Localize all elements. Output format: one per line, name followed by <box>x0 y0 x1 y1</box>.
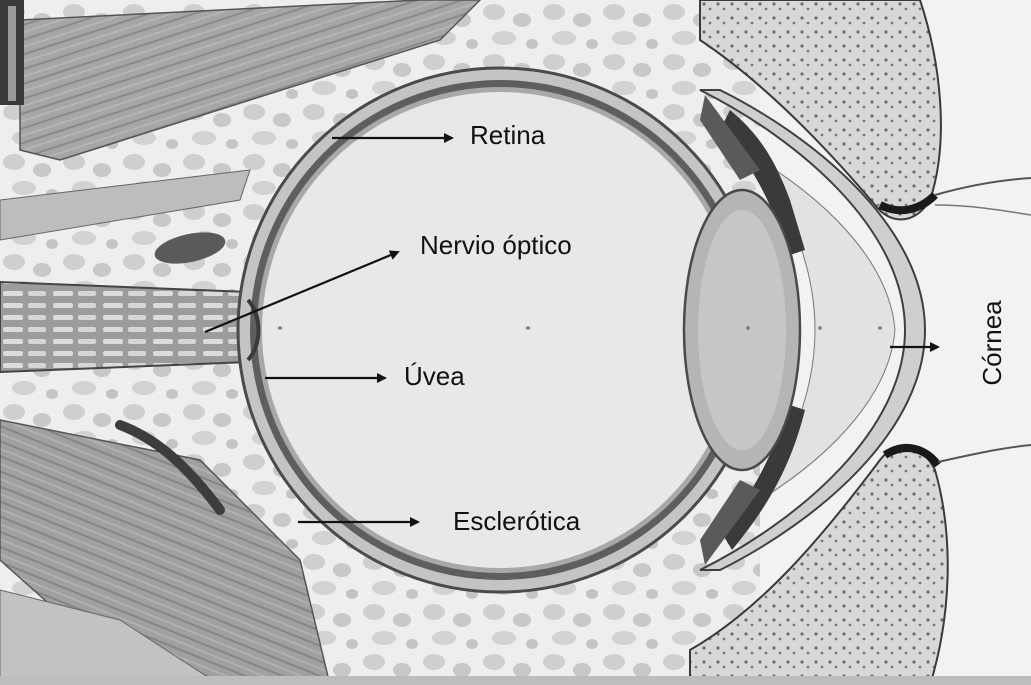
vitreous-body <box>262 92 738 568</box>
optic-nerve <box>0 282 268 372</box>
label-cornea: Córnea <box>979 288 1005 398</box>
label-uvea: Úvea <box>404 363 465 389</box>
lens-nucleus <box>698 210 786 450</box>
label-nervio-optico: Nervio óptico <box>420 232 572 258</box>
frame-shadow <box>0 676 1031 685</box>
edge-strip-inner <box>8 6 16 101</box>
label-retina: Retina <box>470 122 545 148</box>
label-esclerotica: Esclerótica <box>453 508 580 534</box>
